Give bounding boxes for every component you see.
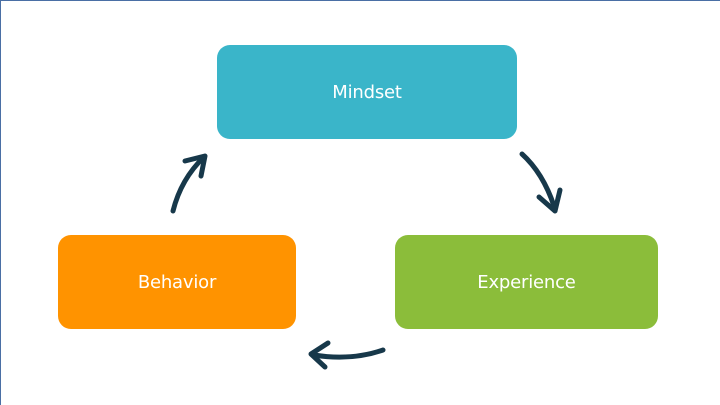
mindset-box: Mindset <box>217 45 517 139</box>
experience-box: Experience <box>395 235 658 329</box>
arrow-experience-to-behavior <box>308 340 386 370</box>
experience-label: Experience <box>477 271 576 293</box>
arrow-mindset-to-experience <box>519 151 563 214</box>
mindset-label: Mindset <box>332 81 402 103</box>
behavior-label: Behavior <box>137 271 217 293</box>
behavior-box: Behavior <box>58 235 296 329</box>
arrow-behavior-to-mindset <box>170 153 208 214</box>
